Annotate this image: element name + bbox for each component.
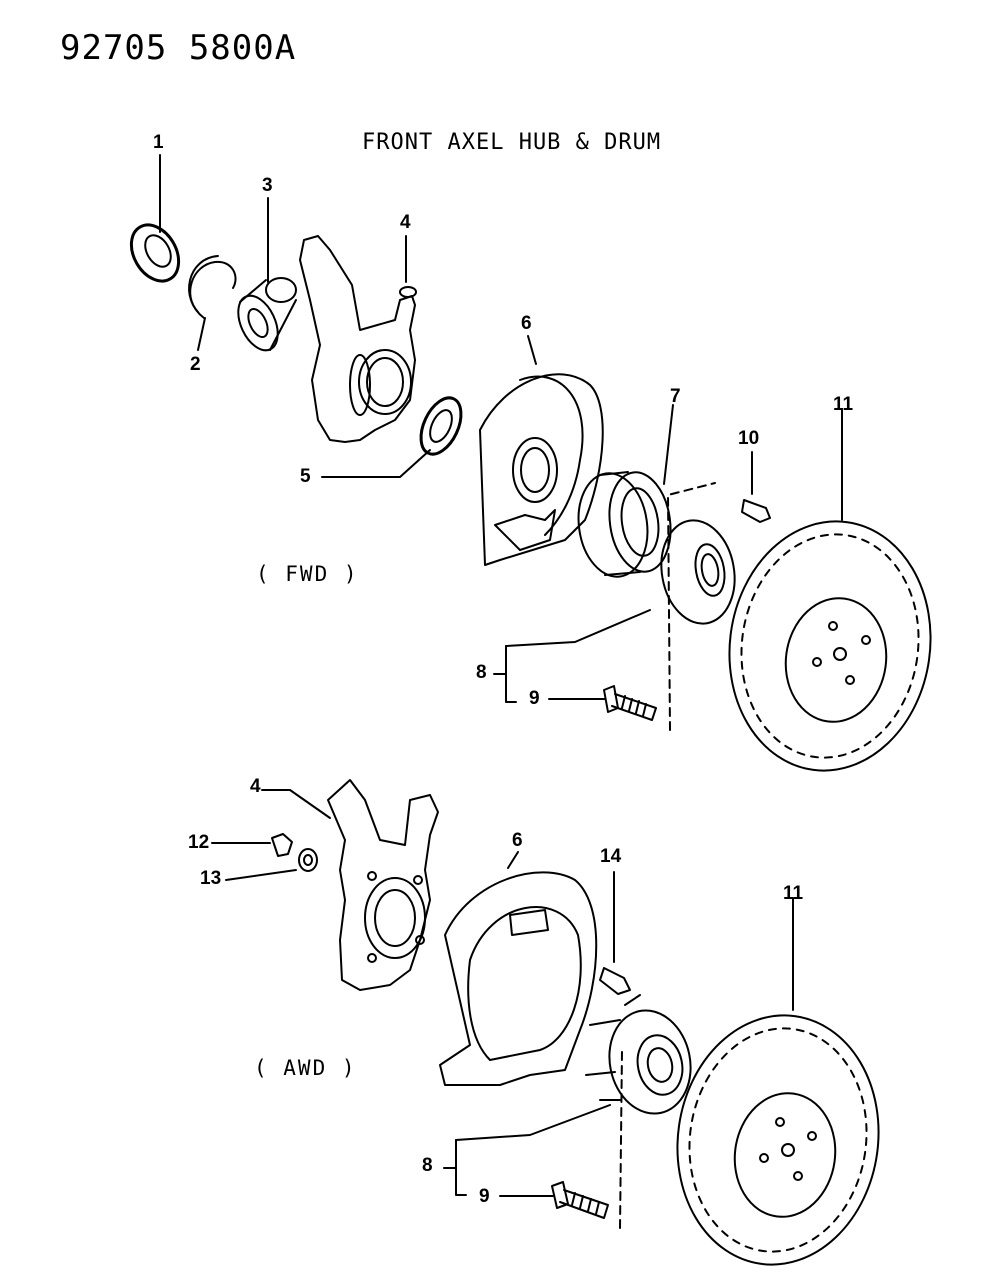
variant-label-awd: ( AWD ) [254, 1056, 357, 1080]
callout-awd-9: 9 [479, 1186, 490, 1207]
callout-awd-6: 6 [512, 830, 523, 851]
callout-awd-11: 11 [783, 883, 804, 904]
part-hub-assembly [444, 995, 700, 1195]
callout-fwd-5: 5 [300, 466, 311, 487]
part-nut [212, 834, 292, 856]
callout-fwd-6: 6 [521, 313, 532, 334]
part-brake-rotor-awd [662, 898, 895, 1275]
callout-awd-13: 13 [200, 868, 222, 889]
callout-fwd-1: 1 [153, 132, 164, 153]
callout-fwd-10: 10 [738, 428, 760, 449]
callout-awd-8: 8 [422, 1155, 433, 1176]
part-dust-shield [480, 336, 603, 565]
callout-fwd-2: 2 [190, 354, 201, 375]
callout-fwd-4: 4 [400, 212, 411, 233]
callout-awd-12: 12 [188, 832, 210, 853]
part-drum [572, 405, 677, 581]
variant-label-fwd: ( FWD ) [256, 562, 359, 586]
part-brake-rotor [714, 410, 947, 784]
callout-fwd-8: 8 [476, 662, 487, 683]
part-oil-seal [122, 155, 188, 289]
callout-fwd-11: 11 [833, 394, 854, 415]
part-washer [226, 849, 317, 880]
part-hub-bolt [549, 483, 715, 730]
part-snap-ring [189, 256, 235, 350]
callout-fwd-7: 7 [670, 386, 681, 407]
diagram-code: 92705 5800A [60, 28, 297, 68]
part-steering-knuckle-awd [262, 780, 438, 990]
diagram-title: FRONT AXEL HUB & DRUM [362, 130, 662, 155]
part-hub-flange [494, 515, 742, 702]
callout-fwd-3: 3 [262, 175, 273, 196]
part-inner-seal [322, 392, 469, 477]
callout-awd-4: 4 [250, 776, 261, 797]
part-dust-shield-awd [440, 852, 596, 1085]
part-bolt-awd [600, 872, 630, 994]
callout-fwd-9: 9 [529, 688, 540, 709]
callout-awd-14: 14 [600, 846, 622, 867]
part-hub-bearing [230, 198, 296, 356]
part-steering-knuckle [300, 236, 416, 442]
part-screw [742, 452, 770, 522]
part-hub-bolt-awd [500, 1050, 622, 1228]
